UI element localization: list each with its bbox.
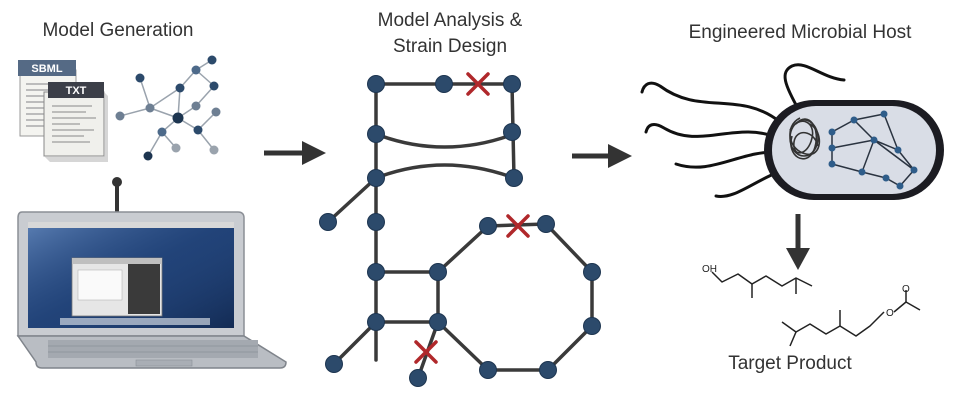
microbial-host-cell (640, 63, 944, 200)
target-product-label: Target Product (728, 353, 852, 374)
model-documents: SBML TXT (18, 60, 108, 162)
engineered-host-label: Engineered Microbial Host (688, 22, 912, 43)
analysis-label-line1: Model Analysis & (377, 10, 523, 31)
ester-o-label: O (886, 308, 894, 319)
analysis-label-line2: Strain Design (392, 36, 508, 57)
sbml-header (18, 60, 76, 76)
txt-header (48, 82, 104, 98)
sbml-label: SBML (31, 63, 62, 75)
arrow-down-icon (786, 214, 810, 270)
txt-label: TXT (66, 85, 87, 97)
oh-label: OH (702, 264, 717, 275)
knockout-x-icon (466, 72, 490, 96)
small-network-graph (115, 55, 221, 161)
target-molecules: OH O O (702, 264, 921, 347)
dna-nucleoid (789, 117, 821, 160)
alcohol-molecule (711, 271, 813, 298)
carbonyl-o-label: O (902, 284, 910, 295)
metabolic-network (319, 72, 601, 387)
txt-document: TXT (43, 82, 108, 162)
cell-network (831, 113, 915, 187)
model-generation-label: Model Generation (42, 20, 194, 41)
arrow-right-icon (572, 144, 632, 168)
flow-arrows (264, 141, 810, 270)
ester-molecule (781, 290, 921, 347)
arrow-right-icon (264, 141, 326, 165)
knockout-x-icon (506, 214, 530, 238)
knockout-x-icon (414, 340, 438, 364)
laptop (16, 211, 287, 369)
cell-membrane (772, 106, 936, 194)
